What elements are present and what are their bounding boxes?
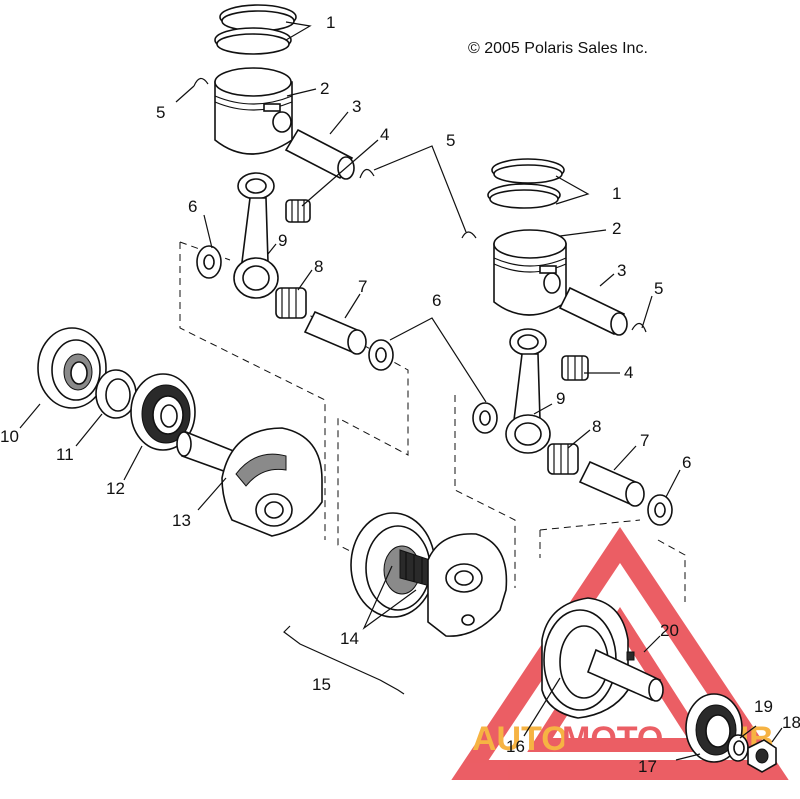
thrust-washer-right-upper	[472, 402, 498, 434]
needle-bearing-right-upper	[561, 355, 589, 381]
watermark-text-auto: AUTO	[472, 720, 568, 758]
crankshaft-nut	[747, 739, 777, 773]
callout-4-left: 4	[380, 125, 389, 144]
callout-11: 11	[56, 445, 74, 464]
callout-16: 16	[506, 737, 525, 756]
piston-right	[493, 229, 567, 316]
circlip-right-upper	[461, 231, 477, 239]
crankshaft-half-right	[541, 597, 664, 719]
callout-20: 20	[660, 621, 679, 640]
callout-1-right: 1	[612, 184, 621, 203]
main-bearing-right	[685, 693, 743, 763]
callout-3-left: 3	[352, 97, 361, 116]
callout-12: 12	[106, 479, 125, 498]
callout-13: 13	[172, 511, 191, 530]
woodruff-key	[626, 651, 635, 661]
thrust-washer-left	[196, 245, 222, 279]
callout-3-right: 3	[617, 261, 626, 280]
circlip-left-upper	[193, 77, 209, 87]
callout-5-left: 5	[156, 103, 165, 122]
leader-lines	[19, 21, 783, 761]
seal-ring-right	[727, 734, 749, 762]
crankpin-left	[303, 310, 367, 355]
callout-2-left: 2	[320, 79, 329, 98]
callout-7-right: 7	[640, 431, 649, 450]
callout-9-right: 9	[556, 389, 565, 408]
needle-bearing-right-lower	[547, 443, 579, 475]
callout-6-right: 6	[682, 453, 691, 472]
callout-10: 10	[0, 427, 19, 446]
callout-6-left: 6	[188, 197, 197, 216]
copyright-notice: © 2005 Polaris Sales Inc.	[468, 40, 648, 57]
callout-17: 17	[638, 757, 657, 776]
callout-9-left: 9	[278, 231, 287, 250]
callout-2-right: 2	[612, 219, 621, 238]
needle-bearing-left-lower	[275, 287, 307, 319]
wrist-pin-right	[558, 286, 628, 336]
circlip-left-lower	[359, 168, 375, 179]
crankshaft-center-assembly	[350, 512, 508, 637]
callout-4-right: 4	[624, 363, 633, 382]
callout-7-left: 7	[358, 277, 367, 296]
callout-5-center: 5	[446, 131, 455, 150]
callout-19: 19	[754, 697, 773, 716]
main-bearing-outer-left	[37, 327, 107, 409]
thrust-washer-right-lower	[647, 494, 673, 526]
callout-14: 14	[340, 629, 359, 648]
piston-left	[214, 67, 293, 155]
watermark-text-moto: MOTO	[562, 720, 663, 758]
callout-8-left: 8	[314, 257, 323, 276]
crankpin-right	[578, 460, 645, 507]
main-bearing-inner-left	[130, 373, 196, 451]
callout-18: 18	[782, 713, 800, 732]
callout-8-right: 8	[592, 417, 601, 436]
callout-1-left: 1	[326, 13, 335, 32]
callout-labels: 1 2 3 4 5 5 6 9 8 7 6 1 2 3 5 4 9 8 7 6 …	[0, 13, 800, 776]
connecting-rod-right	[505, 328, 551, 454]
circlip-right-lower	[631, 322, 647, 333]
seal-ring-left	[95, 369, 137, 419]
connecting-rod-left	[233, 172, 279, 299]
callout-5-right: 5	[654, 279, 663, 298]
piston-rings-right	[487, 158, 565, 209]
callout-6-center: 6	[432, 291, 441, 310]
callout-15: 15	[312, 675, 331, 694]
piston-rings-left	[214, 4, 297, 55]
needle-bearing-left-upper	[285, 199, 311, 223]
crankshaft-half-left	[176, 427, 323, 537]
wrist-pin-left	[284, 128, 355, 180]
thrust-washer-center	[368, 339, 394, 371]
